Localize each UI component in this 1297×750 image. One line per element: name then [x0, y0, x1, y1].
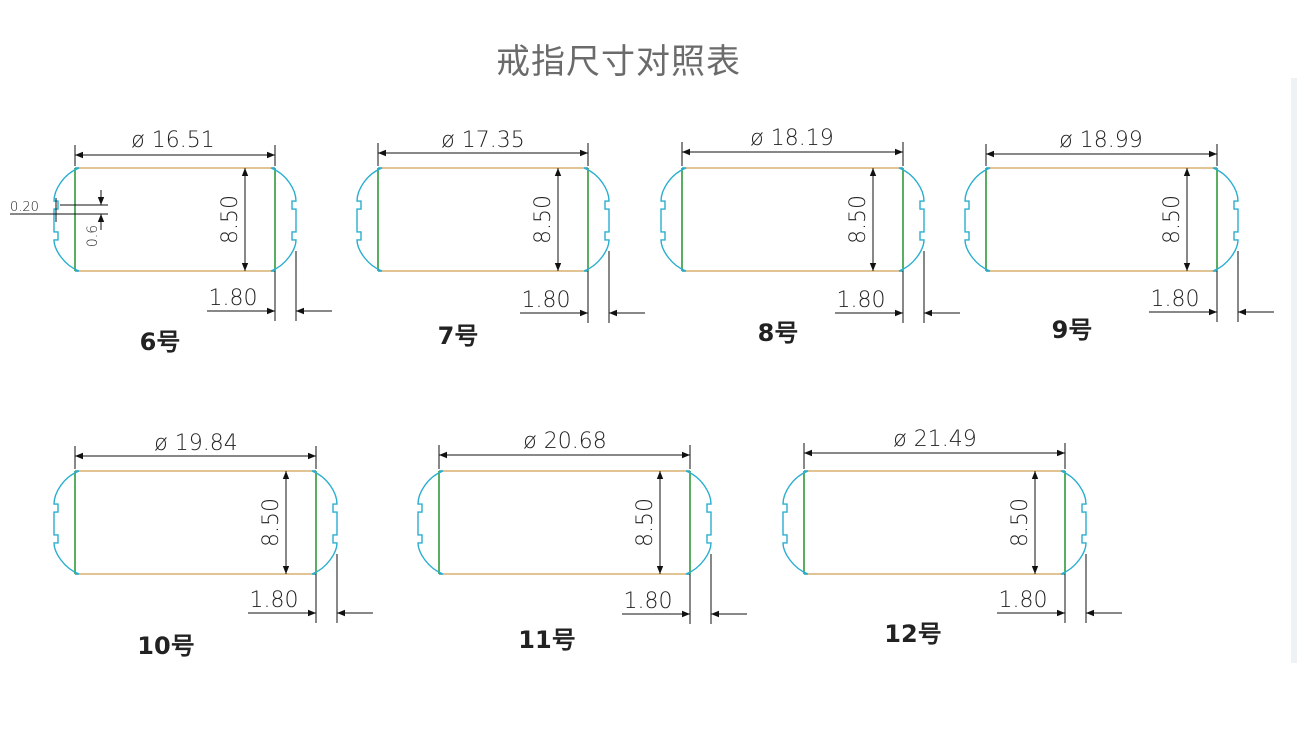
groove-width-label: 0.6 — [85, 225, 101, 247]
ring-drawing-6: ø 16.51 8.50 1.80 6号 — [53, 128, 332, 356]
diameter-label: ø 17.35 — [441, 128, 524, 153]
size-label: 6号 — [140, 328, 181, 356]
diameter-label: ø 16.51 — [131, 128, 214, 153]
thickness-label: 1.80 — [522, 288, 571, 313]
ring-drawing-11: ø 20.68 8.50 1.80 11号 — [417, 429, 747, 654]
page-title: 戒指尺寸对照表 — [496, 42, 741, 82]
ring-drawing-7: ø 17.35 8.50 1.80 7号 — [356, 128, 645, 350]
width-label: 8.50 — [259, 498, 284, 547]
size-label: 10号 — [137, 632, 194, 660]
size-label: 7号 — [438, 322, 479, 350]
profile-right — [583, 167, 610, 272]
profile-left — [53, 167, 80, 272]
profile-left — [660, 167, 687, 272]
profile-right — [1060, 470, 1087, 575]
width-label: 8.50 — [846, 195, 871, 244]
diameter-label: ø 18.19 — [750, 126, 833, 151]
thickness-label: 1.80 — [999, 588, 1048, 613]
profile-left — [356, 167, 383, 272]
right-edge-bar — [1291, 78, 1297, 663]
diameter-label: ø 20.68 — [523, 429, 606, 454]
size-label: 11号 — [518, 626, 575, 654]
thickness-label: 1.80 — [624, 589, 673, 614]
profile-right — [311, 470, 338, 575]
profile-right — [685, 470, 712, 575]
size-label: 9号 — [1052, 316, 1093, 344]
profile-left — [782, 470, 809, 575]
width-label: 8.50 — [1160, 195, 1185, 244]
thickness-label: 1.80 — [1151, 287, 1200, 312]
ring-drawing-9: ø 18.99 8.50 1.80 9号 — [964, 128, 1274, 344]
profile-left — [964, 167, 991, 272]
profile-left — [417, 470, 444, 575]
diameter-label: ø 21.49 — [893, 427, 976, 452]
ring-drawing-12: ø 21.49 8.50 1.80 12号 — [782, 427, 1122, 648]
thickness-label: 1.80 — [837, 288, 886, 313]
profile-right — [270, 167, 297, 272]
size-label: 12号 — [884, 620, 941, 648]
ring-drawing-8: ø 18.19 8.50 1.80 8号 — [660, 126, 960, 347]
groove-depth-label: 0.20 — [10, 200, 39, 215]
width-label: 8.50 — [1008, 498, 1033, 547]
thickness-label: 1.80 — [209, 286, 258, 311]
thickness-label: 1.80 — [250, 588, 299, 613]
width-label: 8.50 — [218, 195, 243, 244]
groove-detail: 0.20 0.6 — [10, 190, 108, 247]
diameter-label: ø 18.99 — [1059, 128, 1142, 153]
ring-drawing-10: ø 19.84 8.50 1.80 10号 — [53, 431, 373, 660]
width-label: 8.50 — [633, 498, 658, 547]
profile-left — [53, 470, 80, 575]
diameter-label: ø 19.84 — [154, 431, 237, 456]
profile-right — [1212, 167, 1239, 272]
size-label: 8号 — [758, 319, 799, 347]
width-label: 8.50 — [531, 195, 556, 244]
profile-right — [898, 167, 925, 272]
